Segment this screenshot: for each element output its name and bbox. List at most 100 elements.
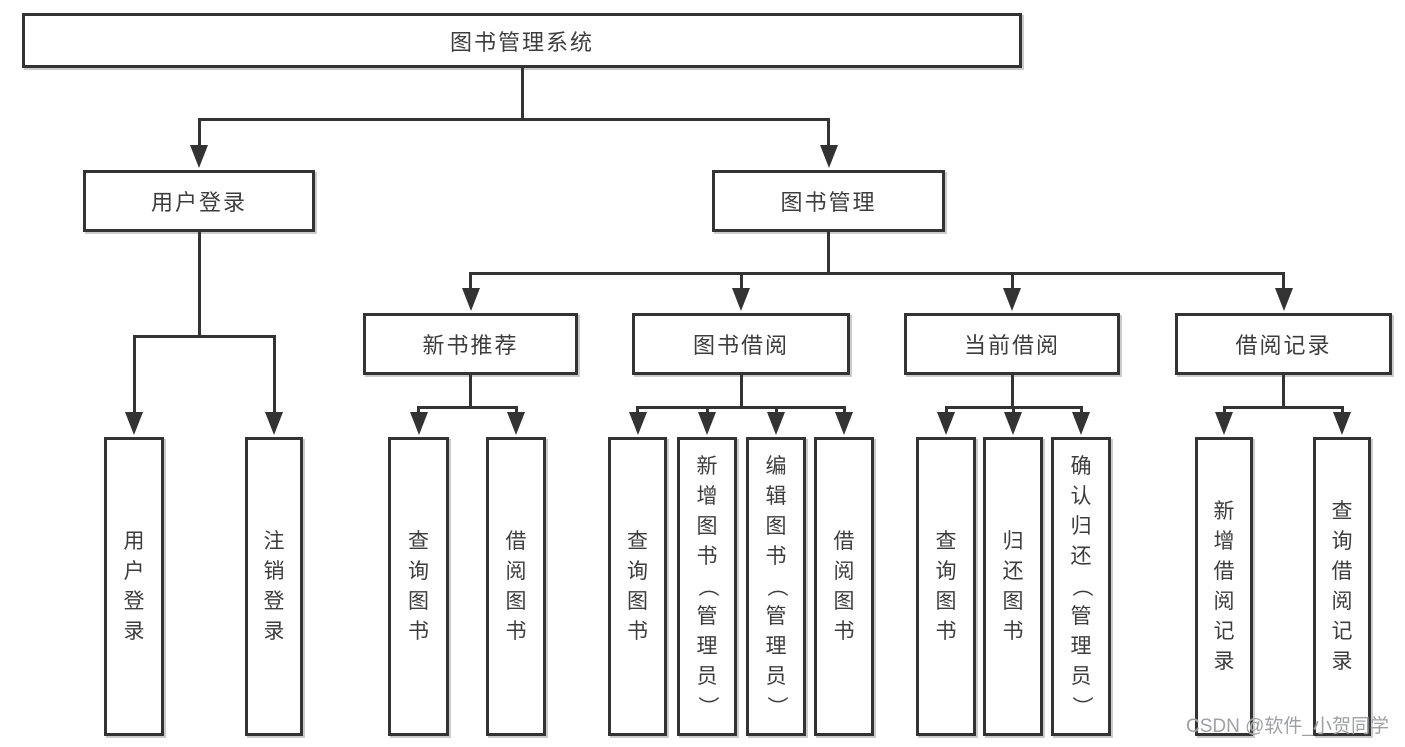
- node-char: 图: [833, 590, 855, 613]
- node-char: 还: [1002, 560, 1024, 583]
- node-char: ）: [1069, 696, 1093, 717]
- node-char: 询: [627, 560, 648, 583]
- node-char: （: [695, 576, 719, 597]
- node-char: 管: [696, 605, 718, 628]
- arrowhead-icon-query-books-3: [937, 412, 955, 435]
- arrowhead-icon-add-borrow-record: [1215, 412, 1233, 435]
- arrowhead-icon-add-books: [698, 412, 716, 435]
- arrowhead-icon-borrow-books-2: [835, 412, 853, 435]
- node-char: 询: [935, 560, 957, 583]
- arrowhead-icon-return-books: [1004, 412, 1022, 435]
- node-char: 书: [408, 620, 429, 643]
- node-char: 图: [1002, 590, 1024, 613]
- node-book-borrow: 图书借阅: [632, 313, 850, 375]
- node-char: 管: [1070, 605, 1092, 628]
- node-user-login: 用户登录: [83, 170, 315, 232]
- node-char: 登: [123, 590, 145, 613]
- node-char: 书: [627, 620, 648, 643]
- arrowhead-icon-query-borrow-record: [1333, 412, 1351, 435]
- arrowhead-icon-current-borrow: [1003, 288, 1021, 311]
- connector-drop-query-books-3: [944, 406, 948, 415]
- node-edit-books: 编辑图书（管理员）: [746, 437, 806, 736]
- node-char: 增: [1213, 530, 1235, 553]
- node-char: 录: [1213, 650, 1235, 673]
- connector-drop-query-borrow-record: [1340, 406, 1344, 415]
- connector-drop-borrow-books-2: [842, 406, 846, 415]
- arrowhead-icon-logout: [265, 412, 283, 435]
- arrowhead-icon-new-book-rec: [461, 288, 480, 311]
- node-char: 查: [1331, 500, 1353, 523]
- node-char: 归: [1002, 530, 1024, 553]
- node-char: 归: [1070, 515, 1092, 538]
- connector-drop-new-book-rec: [469, 272, 472, 291]
- arrowhead-icon-book-borrow: [732, 288, 750, 311]
- node-query-books-3: 查询图书: [916, 437, 976, 736]
- connector-bus-new-book-rec: [417, 406, 518, 409]
- node-char: ）: [764, 696, 788, 717]
- connector-drop-borrow-books-1: [514, 406, 518, 415]
- node-char: 确: [1070, 455, 1092, 478]
- connector-stem-borrow-records: [1282, 375, 1285, 409]
- connector-drop-query-books-2: [636, 406, 639, 415]
- node-char: 新: [1213, 500, 1235, 523]
- node-borrow-records: 借阅记录: [1175, 313, 1392, 375]
- node-char: 还: [1070, 545, 1092, 568]
- node-char: 书: [505, 620, 527, 643]
- node-char: 认: [1070, 485, 1092, 508]
- node-char: 查: [935, 530, 957, 553]
- connector-drop-query-books-1: [417, 406, 420, 415]
- connector-drop-login: [132, 335, 136, 415]
- csdn-watermark: CSDN @软件_小贺同学: [1186, 716, 1389, 737]
- connector-stem-current-borrow: [1010, 375, 1014, 409]
- node-add-borrow-record: 新增借阅记录: [1195, 437, 1253, 736]
- node-char: 书: [696, 545, 718, 568]
- connector-drop-borrow-records: [1282, 272, 1285, 291]
- arrowhead-icon-login: [125, 412, 143, 435]
- connector-stem-new-book-rec: [469, 375, 472, 409]
- node-char: 注: [263, 530, 285, 553]
- connector-drop-add-borrow-record: [1222, 406, 1226, 415]
- node-char: 查: [627, 530, 648, 553]
- connector-stem-book-mgmt: [827, 232, 830, 275]
- node-char: 录: [263, 620, 285, 643]
- connector-stem-book-borrow: [739, 375, 743, 409]
- node-char: 借: [1213, 560, 1235, 583]
- arrowhead-icon-borrow-books-1: [507, 412, 525, 435]
- connector-drop-edit-books: [774, 406, 778, 415]
- node-char: （: [764, 576, 788, 597]
- node-char: 登: [263, 590, 285, 613]
- node-char: 理: [696, 635, 718, 658]
- node-return-books: 归还图书: [983, 437, 1043, 736]
- arrowhead-icon-query-books-2: [628, 412, 647, 435]
- connector-drop-current-borrow: [1010, 272, 1014, 291]
- connector-bus-borrow-records: [1222, 406, 1344, 409]
- node-char: 书: [935, 620, 957, 643]
- node-char: 图: [765, 515, 787, 538]
- node-char: 询: [1331, 530, 1353, 553]
- connector-drop-confirm-return: [1079, 406, 1083, 415]
- node-char: 辑: [765, 485, 787, 508]
- node-borrow-books-2: 借阅图书: [814, 437, 874, 736]
- node-char: 阅: [833, 560, 855, 583]
- node-char: 书: [833, 620, 855, 643]
- arrowhead-icon-borrow-records: [1274, 288, 1293, 311]
- node-new-book-rec: 新书推荐: [363, 313, 578, 375]
- node-char: 增: [696, 485, 718, 508]
- node-char: 销: [263, 560, 285, 583]
- node-borrow-books-1: 借阅图书: [486, 437, 546, 736]
- connector-stem-system: [520, 68, 524, 121]
- arrowhead-icon-book-mgmt: [819, 145, 838, 168]
- node-char: 管: [765, 605, 787, 628]
- connector-bus-user-login: [132, 335, 276, 338]
- connector-stem-user-login: [197, 232, 201, 338]
- connector-bus-book-borrow: [636, 406, 846, 409]
- node-char: 询: [408, 560, 429, 583]
- node-char: 理: [1070, 635, 1092, 658]
- node-query-borrow-record: 查询借阅记录: [1313, 437, 1371, 736]
- node-char: 阅: [1213, 590, 1235, 613]
- node-char: 书: [765, 545, 787, 568]
- connector-bus-book-mgmt: [469, 272, 1285, 275]
- node-char: 图: [505, 590, 527, 613]
- connector-drop-book-borrow: [739, 272, 743, 291]
- node-char: 借: [505, 530, 527, 553]
